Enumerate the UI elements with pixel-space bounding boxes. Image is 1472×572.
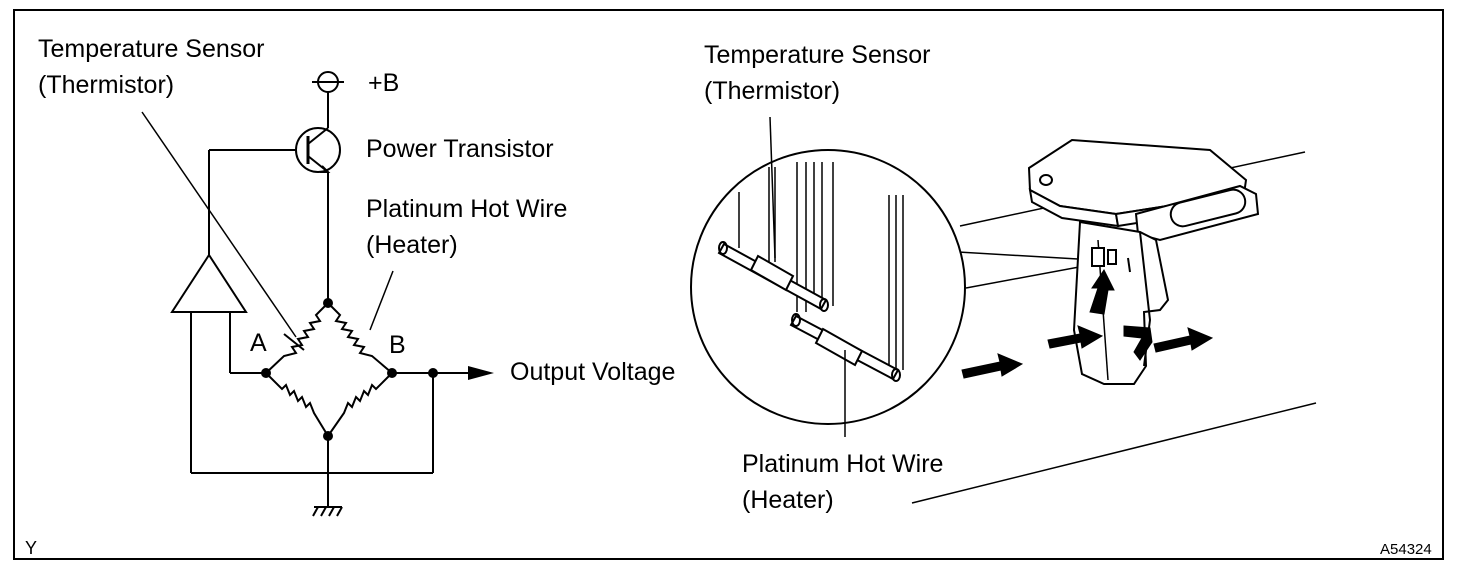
hot-wire-label-line1: Platinum Hot Wire: [366, 195, 568, 223]
thermistor-label-line1: Temperature Sensor: [38, 35, 265, 63]
thermistor-leader-line: [141, 111, 297, 338]
airflow-arrows: [961, 269, 1214, 379]
illustration-hot-wire-label: Platinum Hot Wire (Heater): [742, 446, 943, 518]
output-wiring: [191, 372, 470, 503]
hot-wire-element: [789, 313, 901, 382]
sensor-illustration: [690, 116, 1317, 504]
illustration-thermistor-line2: (Thermistor): [704, 77, 841, 105]
hot-wire-label-line2: (Heater): [366, 231, 458, 259]
supply-label: +B: [368, 69, 400, 97]
power-transistor-symbol: [209, 127, 341, 303]
power-transistor-label: Power Transistor: [366, 135, 554, 163]
figure-frame: [13, 9, 1444, 560]
hot-wire-leader-line: [369, 270, 394, 331]
schematic-thermistor-label: Temperature Sensor (Thermistor): [38, 31, 265, 103]
wire-supports: [738, 162, 904, 370]
circuit-schematic: [141, 71, 470, 517]
thermistor-label-line2: (Thermistor): [38, 71, 175, 99]
output-arrow: [468, 366, 494, 380]
ground-symbol: [312, 503, 343, 517]
illustration-thermistor-label: Temperature Sensor (Thermistor): [704, 37, 931, 109]
bridge-resistors: [265, 302, 393, 437]
thermistor-element: [717, 241, 829, 312]
supply-terminal-symbol: [312, 71, 344, 128]
node-b-label: B: [389, 331, 406, 359]
schematic-hot-wire-label: Platinum Hot Wire (Heater): [366, 191, 567, 263]
magnified-view-circle: [690, 149, 966, 425]
output-voltage-label: Output Voltage: [510, 358, 676, 386]
illustration-hot-wire-line2: (Heater): [742, 486, 834, 514]
illustration-thermistor-line1: Temperature Sensor: [704, 41, 931, 69]
junction-dots: [261, 298, 438, 441]
node-a-label: A: [250, 329, 267, 357]
figure-code: A54324: [1380, 541, 1432, 558]
amplifier-symbol: [170, 150, 266, 473]
illustration-hot-wire-line1: Platinum Hot Wire: [742, 450, 944, 478]
corner-mark: Y: [25, 538, 38, 558]
